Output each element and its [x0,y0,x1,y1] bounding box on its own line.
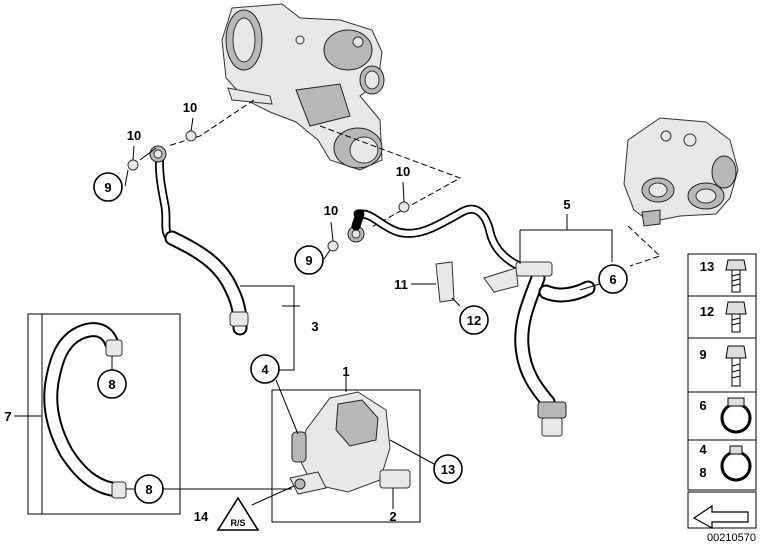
reference-lines [167,99,661,267]
svg-text:11: 11 [394,277,408,292]
callout-8-lower[interactable]: 8 [134,474,164,504]
warning-triangle-icon: R/S [216,496,260,531]
document-number: 00210570 [707,532,756,544]
bracket-11 [435,261,519,303]
callout-9-left[interactable]: 9 [93,172,123,202]
svg-text:8: 8 [108,377,115,392]
callout-10-left[interactable]: 10 [127,128,141,143]
washers [127,130,410,252]
callout-3[interactable]: 3 [311,319,318,334]
callout-10-mid[interactable]: 10 [324,203,338,218]
svg-text:9: 9 [305,253,312,268]
valve-assembly [289,391,411,495]
legend-item-6[interactable]: 6 [699,397,752,434]
callout-4[interactable]: 4 [250,354,280,384]
svg-text:13: 13 [441,462,455,477]
coolant-housing [623,117,739,227]
catalog-arrow-icon[interactable] [687,491,757,530]
hose-upper-right [347,204,529,273]
svg-text:3: 3 [311,319,318,334]
hose-left-upper [149,145,249,336]
callout-9-mid[interactable]: 9 [294,245,324,275]
leader-lines [14,117,613,514]
hose-lower-right [514,261,596,437]
callout-10-upper-left[interactable]: 10 [183,100,197,115]
callout-12[interactable]: 12 [459,305,489,335]
svg-text:8: 8 [145,482,152,497]
svg-text:7: 7 [4,409,11,424]
callout-8-upper[interactable]: 8 [97,369,127,399]
hose-clamp-icon [720,397,752,434]
callout-13[interactable]: 13 [433,454,463,484]
svg-text:9: 9 [699,347,706,362]
legend-item-9[interactable]: 9 [699,345,747,387]
svg-text:4: 4 [261,362,269,377]
svg-text:12: 12 [700,304,714,319]
svg-text:9: 9 [104,180,111,195]
svg-text:1: 1 [342,364,349,379]
svg-text:10: 10 [127,128,141,143]
callout-10-right[interactable]: 10 [396,164,410,179]
svg-text:6: 6 [609,272,616,287]
parts-legend: 13 12 9 6 [687,253,757,491]
bolt-icon [725,301,747,333]
callout-7[interactable]: 7 [4,409,11,424]
svg-text:4: 4 [699,442,707,457]
svg-text:13: 13 [700,259,714,274]
callout-1[interactable]: 1 [342,364,349,379]
svg-text:10: 10 [324,203,338,218]
svg-text:14: 14 [194,509,209,524]
svg-text:6: 6 [699,398,706,413]
turbocharger [221,3,385,171]
callout-14[interactable]: 14 [194,509,209,524]
svg-text:8: 8 [699,465,706,480]
bolt-icon [725,259,747,293]
svg-text:10: 10 [396,164,410,179]
callout-6[interactable]: 6 [598,264,628,294]
callout-5[interactable]: 5 [563,197,570,212]
legend-item-12[interactable]: 12 [700,301,747,333]
legend-item-13[interactable]: 13 [700,259,747,293]
group-box-7 [27,313,181,515]
callout-2[interactable]: 2 [389,509,396,524]
callout-11[interactable]: 11 [394,277,408,292]
hose-detail [43,322,127,499]
svg-text:12: 12 [467,313,481,328]
svg-text:R/S: R/S [230,518,245,528]
hose-clamp-icon [720,445,752,482]
svg-text:5: 5 [563,197,570,212]
bolt-icon [725,345,747,387]
svg-text:2: 2 [389,509,396,524]
svg-text:10: 10 [183,100,197,115]
legend-item-4-8[interactable]: 4 8 [699,442,752,482]
